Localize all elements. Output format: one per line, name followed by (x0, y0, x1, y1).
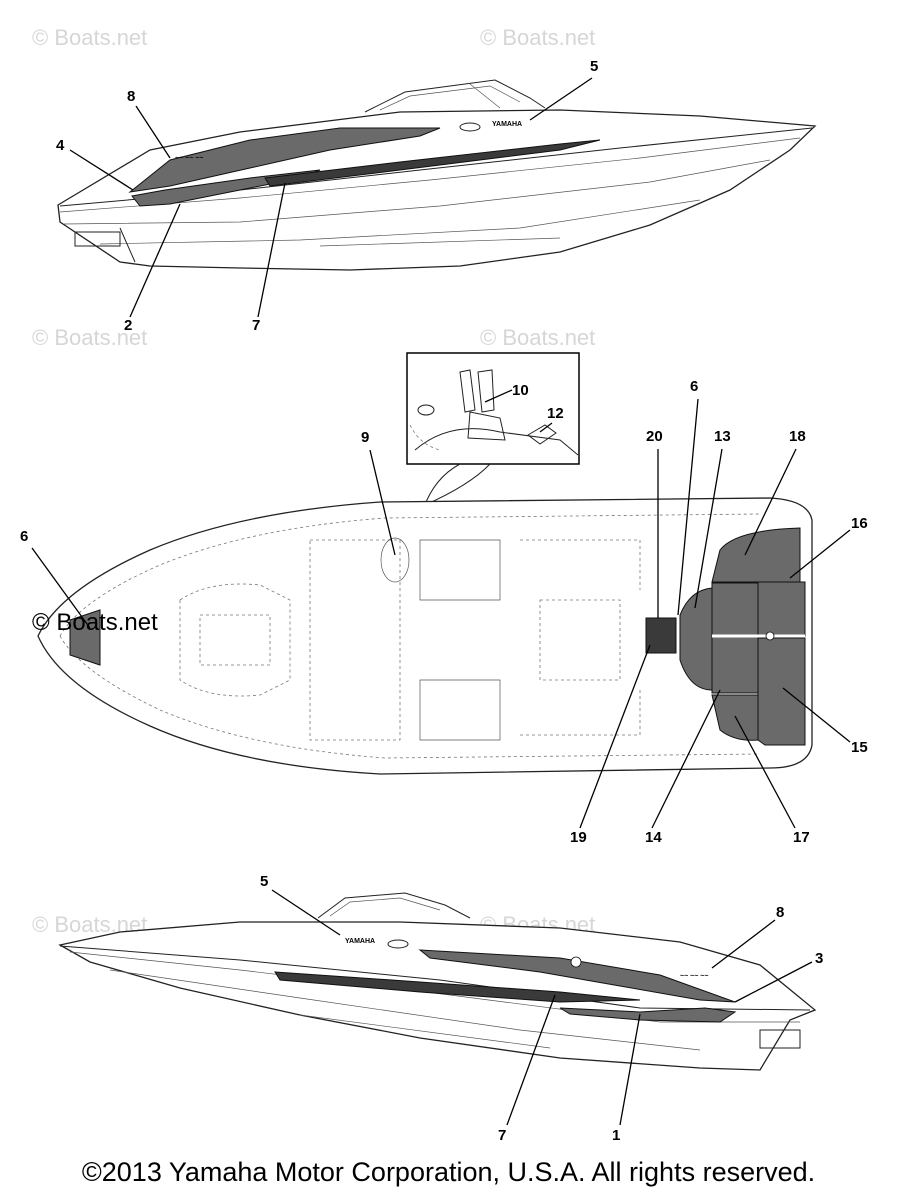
callout-5: 5 (590, 58, 598, 75)
watermark: © Boats.net (480, 25, 595, 50)
copyright-notice: ©2013 Yamaha Motor Corporation, U.S.A. A… (81, 1157, 816, 1187)
capacity-decal-bottom: ~~ ~~ ~~ (680, 973, 708, 980)
brand-decal: YAMAHA (492, 121, 522, 128)
decal-15 (757, 637, 806, 746)
callout-17: 17 (793, 829, 810, 846)
callout-19: 19 (570, 829, 587, 846)
capacity-decal: ~~ ~~ ~~ (175, 155, 203, 162)
decal-4 (128, 127, 441, 193)
decal-20 (645, 617, 677, 654)
callout-12: 12 (547, 405, 564, 422)
watermark: © Boats.net (480, 325, 595, 350)
callout-5b: 5 (260, 873, 268, 890)
boat-top-view (37, 497, 813, 775)
callout-13: 13 (714, 428, 731, 445)
callouts-middle: 10 12 9 6 20 13 18 16 6 15 19 14 17 (20, 378, 868, 846)
callout-4: 4 (56, 137, 65, 154)
boat-side-view-bottom: YAMAHA ~~ ~~ ~~ (58, 892, 817, 1071)
callout-20: 20 (646, 428, 663, 445)
callout-18: 18 (789, 428, 806, 445)
callouts-bottom: 5 8 3 7 1 (260, 873, 823, 1144)
callout-15: 15 (851, 739, 868, 756)
watermark: © Boats.net (32, 25, 147, 50)
callouts-top: 8 4 5 2 7 (56, 58, 598, 334)
callout-3: 3 (815, 950, 823, 967)
callout-1: 1 (612, 1127, 620, 1144)
inset-detail (406, 352, 580, 521)
callout-14: 14 (645, 829, 662, 846)
boat-side-view-top: YAMAHA ~~ ~~ ~~ (57, 79, 817, 271)
callout-7: 7 (252, 317, 260, 334)
callout-8: 8 (127, 88, 135, 105)
watermark-dark: © Boats.net (32, 609, 158, 636)
decal-18 (711, 527, 801, 583)
callout-6b: 6 (20, 528, 28, 545)
decal-7 (264, 139, 601, 187)
decal-1 (559, 1007, 737, 1023)
callout-7b: 7 (498, 1127, 506, 1144)
watermark: © Boats.net (32, 325, 147, 350)
callout-9: 9 (361, 429, 369, 446)
brand-decal-bottom: YAMAHA (345, 938, 375, 945)
decal-7-bottom (274, 971, 641, 1003)
callout-6: 6 (690, 378, 698, 395)
decal-3 (418, 949, 736, 1003)
decal-14 (711, 582, 759, 694)
callout-8b: 8 (776, 904, 784, 921)
callout-16: 16 (851, 515, 868, 532)
callout-2: 2 (124, 317, 132, 334)
decal-16 (757, 581, 806, 637)
decal-6-bow (69, 609, 101, 666)
decal-17 (711, 694, 759, 741)
callout-10: 10 (512, 382, 529, 399)
